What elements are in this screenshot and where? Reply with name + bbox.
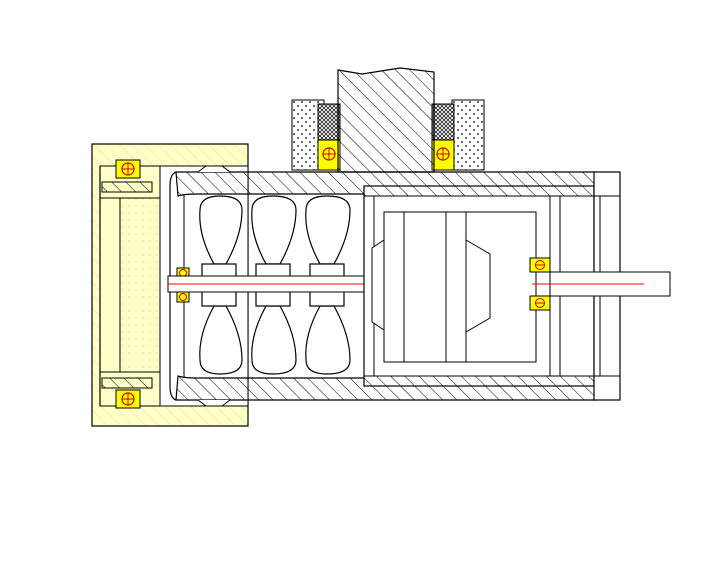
fan-rotor-1 (199, 195, 243, 375)
rotor-shaft (167, 275, 366, 293)
left-bearing-bottom (101, 377, 153, 409)
top-mount-bearing-right (431, 103, 455, 171)
fan-rotor-3 (305, 195, 351, 375)
right-shaft-bearing (529, 257, 551, 311)
output-shaft (532, 271, 671, 297)
motor-rotor (371, 239, 491, 333)
top-mount-seal-right (451, 99, 485, 171)
top-mount-column (337, 67, 435, 173)
top-mount-bearing-left (317, 103, 341, 171)
left-bearing-top (101, 159, 153, 193)
